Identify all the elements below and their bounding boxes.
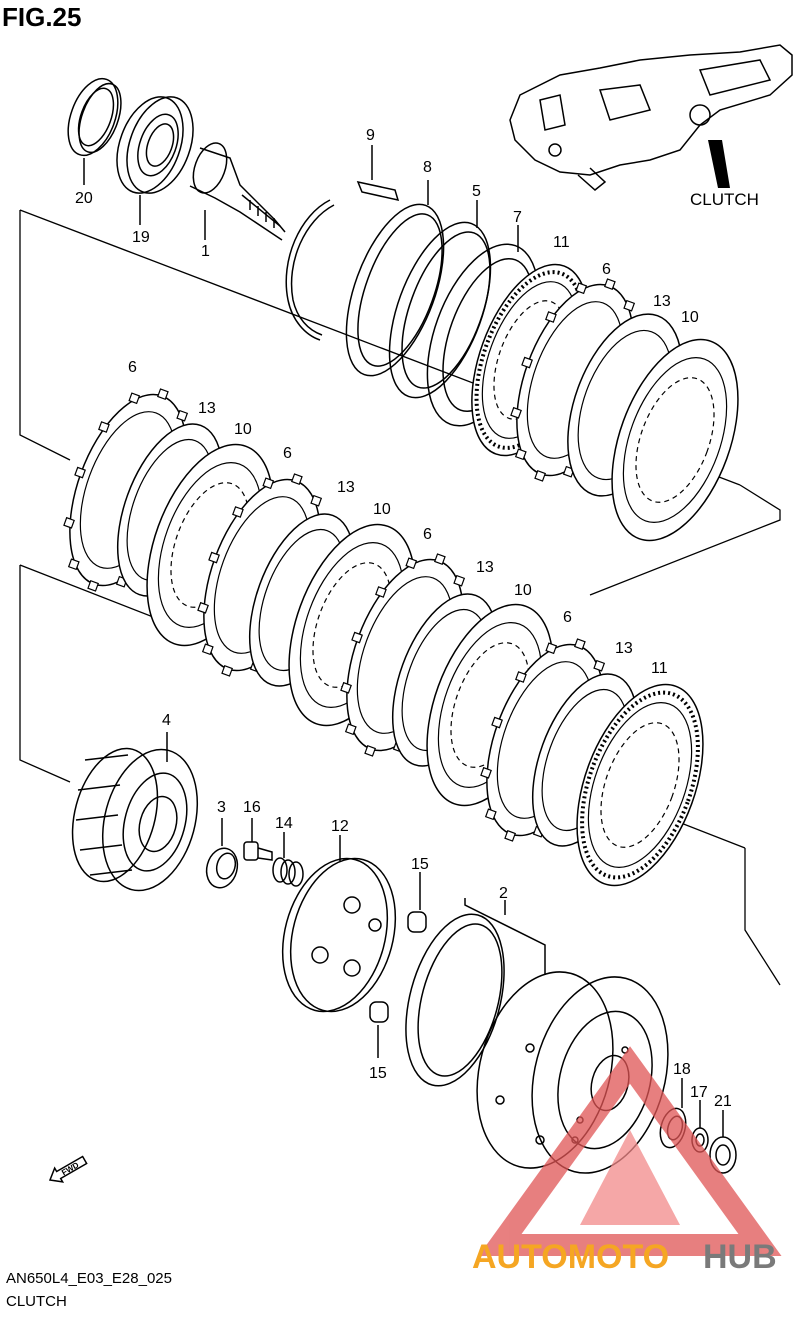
callout-1: 1 (201, 243, 210, 260)
bearing-19 (116, 96, 194, 225)
callout-13a: 13 (653, 293, 671, 310)
spring-seat-8 (345, 180, 445, 377)
callout-18: 18 (673, 1061, 691, 1078)
pressure-plate-12 (281, 835, 397, 1013)
callout-19: 19 (132, 229, 150, 246)
disk-10a (611, 338, 739, 542)
callout-10c: 10 (373, 501, 391, 518)
callout-10b: 10 (234, 421, 252, 438)
callout-14: 14 (275, 815, 293, 832)
damper-15b (369, 1001, 389, 1058)
callout-labels: 20 19 1 9 8 5 7 11 6 13 10 6 13 10 6 13 … (75, 127, 732, 1110)
callout-21: 21 (714, 1093, 732, 1110)
spring-14 (272, 832, 304, 887)
cushion-ring-2 (405, 898, 546, 1087)
callout-10a: 10 (681, 309, 699, 326)
callout-10d: 10 (514, 582, 532, 599)
oil-seal-20 (67, 77, 122, 185)
callout-6b: 6 (128, 359, 137, 376)
callout-13e: 13 (615, 640, 633, 657)
damper-15a (407, 872, 427, 933)
washer-3 (205, 818, 239, 889)
watermark-brand-b: HUB (703, 1238, 777, 1276)
snap-ring-9 (285, 145, 400, 341)
callout-6d: 6 (423, 526, 432, 543)
callout-4: 4 (162, 712, 171, 729)
callout-15b: 15 (369, 1065, 387, 1082)
callout-13b: 13 (198, 400, 216, 417)
callout-17: 17 (690, 1084, 708, 1101)
callout-2: 2 (499, 885, 508, 902)
clutch-disk-stack (63, 263, 739, 887)
engine-inset (509, 44, 793, 191)
watermark-brand-a: AUTOMOTO (472, 1238, 669, 1276)
callout-5: 5 (472, 183, 481, 200)
callout-12: 12 (331, 818, 349, 835)
callout-7: 7 (513, 209, 522, 226)
figure-title: FIG.25 (2, 2, 82, 32)
callout-13d: 13 (476, 559, 494, 576)
callout-6e: 6 (563, 609, 572, 626)
callout-6a: 6 (602, 261, 611, 278)
watermark-logo (478, 1046, 782, 1256)
bearing-21 (709, 1110, 737, 1174)
sleeve-hub-4 (71, 732, 199, 892)
group-name: CLUTCH (6, 1293, 67, 1310)
fwd-arrow-icon: FWD (48, 1155, 88, 1183)
callout-8: 8 (423, 159, 432, 176)
bolt-16 (243, 818, 273, 861)
callout-11a: 11 (553, 234, 570, 251)
callout-3: 3 (217, 799, 226, 816)
spring-washer-5 (388, 200, 492, 399)
callout-9: 9 (366, 127, 375, 144)
callout-13c: 13 (337, 479, 355, 496)
callout-6c: 6 (283, 445, 292, 462)
callout-15a: 15 (411, 856, 429, 873)
inset-label: CLUTCH (690, 190, 759, 209)
input-shaft-1 (189, 142, 286, 241)
inset-pointer (708, 140, 730, 188)
callout-11b: 11 (651, 660, 668, 677)
callout-16: 16 (243, 799, 261, 816)
model-code: AN650L4_E03_E28_025 (6, 1270, 172, 1287)
disk-11b (576, 683, 704, 887)
callout-20: 20 (75, 190, 93, 207)
